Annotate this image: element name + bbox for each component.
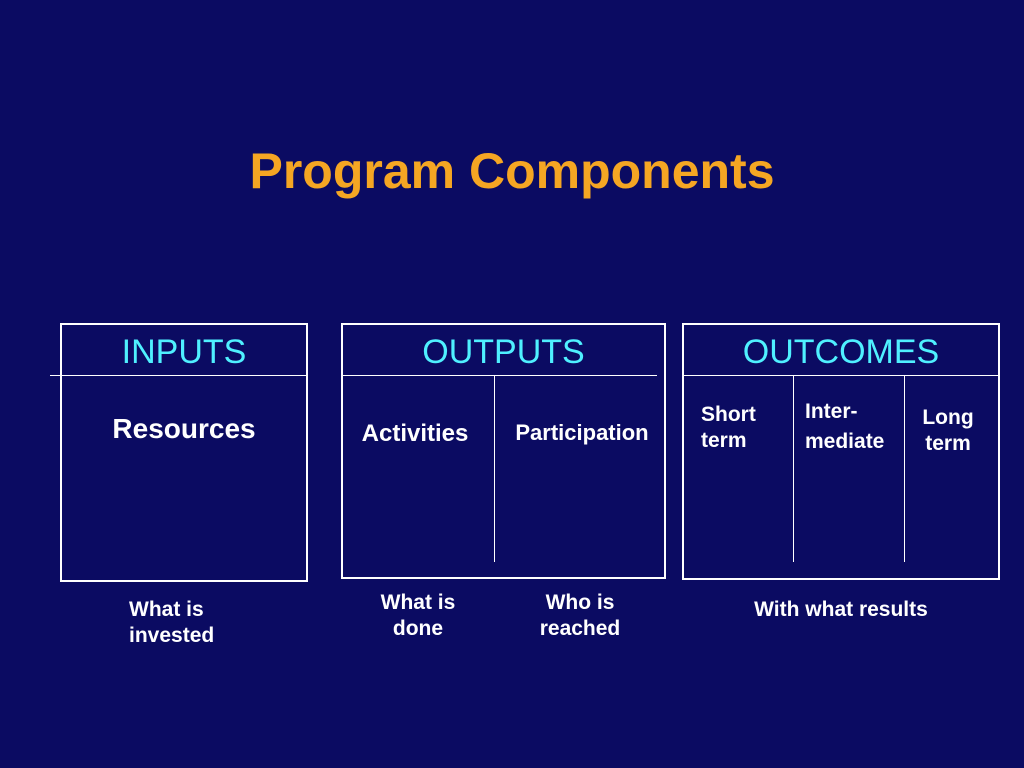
- outputs-header: OUTPUTS: [422, 333, 585, 371]
- outputs-caption-done-line-1: What is: [380, 591, 456, 614]
- inputs-divider: [50, 375, 307, 376]
- outputs-column-divider: [494, 376, 495, 562]
- intermediate-label: Inter- mediate: [805, 397, 884, 458]
- outcomes-caption: With what results: [754, 598, 928, 621]
- outputs-caption-done: What is done: [353, 590, 483, 643]
- short-term-line-1: Short: [701, 403, 756, 426]
- outcomes-box: [682, 323, 1000, 580]
- activities-label: Activities: [361, 420, 469, 447]
- intermediate-line-1: Inter-: [805, 400, 858, 423]
- long-term-line-1: Long: [922, 406, 974, 429]
- long-term-label: Long term: [906, 405, 990, 458]
- outputs-divider: [342, 375, 657, 376]
- short-term-label: Short term: [701, 402, 756, 455]
- long-term-line-2: term: [925, 432, 971, 456]
- inputs-caption: What is invested: [129, 597, 214, 650]
- outputs-caption-reached: Who is reached: [515, 590, 645, 643]
- intermediate-line-2: mediate: [805, 430, 885, 454]
- outputs-caption-reached-line-2: reached: [539, 617, 621, 641]
- outcomes-header: OUTCOMES: [742, 333, 940, 371]
- outputs-caption-done-line-2: done: [392, 617, 444, 641]
- outcomes-column-divider-1: [793, 376, 794, 562]
- outputs-box: [341, 323, 666, 579]
- outcomes-column-divider-2: [904, 376, 905, 562]
- short-term-line-2: term: [701, 429, 747, 453]
- inputs-caption-line-2: invested: [129, 624, 215, 648]
- inputs-box: [60, 323, 308, 582]
- inputs-header: INPUTS: [121, 333, 247, 371]
- participation-label: Participation: [515, 420, 649, 445]
- resources-label: Resources: [112, 413, 256, 444]
- inputs-caption-line-1: What is: [129, 598, 204, 621]
- outcomes-divider: [683, 375, 999, 376]
- slide-title: Program Components: [249, 143, 775, 199]
- outputs-caption-reached-line-1: Who is: [545, 591, 615, 614]
